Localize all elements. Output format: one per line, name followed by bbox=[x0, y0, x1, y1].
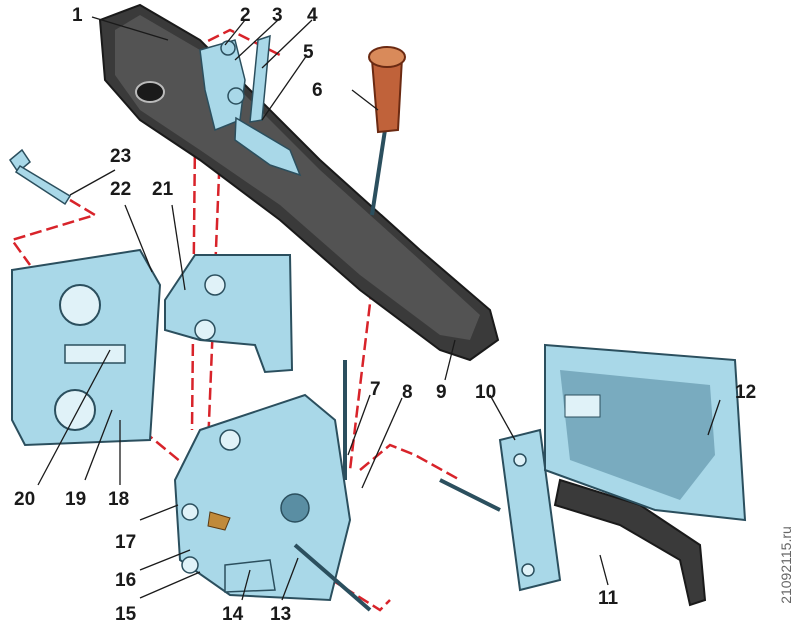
callout-1: 1 bbox=[72, 5, 83, 26]
callout-22: 22 bbox=[110, 179, 131, 200]
callout-20: 20 bbox=[14, 489, 35, 510]
callout-14: 14 bbox=[222, 604, 244, 625]
lock-mechanism bbox=[173, 360, 372, 612]
callout-23: 23 bbox=[110, 146, 131, 167]
callout-6: 6 bbox=[312, 80, 323, 101]
lock-button-knob bbox=[368, 46, 406, 216]
leader-lines bbox=[37, 16, 721, 601]
callout-11: 11 bbox=[598, 588, 619, 609]
callout-3: 3 bbox=[272, 5, 283, 26]
assembly-line-lock-to-handle bbox=[359, 443, 461, 482]
inner-trim-escutcheon bbox=[544, 343, 747, 522]
watermark: 21092115.ru bbox=[776, 505, 796, 625]
striker-plate bbox=[11, 248, 162, 447]
callout-17: 17 bbox=[115, 532, 136, 553]
callout-18: 18 bbox=[108, 489, 129, 510]
bracket bbox=[164, 254, 294, 374]
callout-7: 7 bbox=[370, 379, 381, 400]
inner-handle-lever bbox=[553, 478, 707, 607]
watermark-text: 21092115.ru bbox=[778, 526, 794, 604]
callout-2: 2 bbox=[240, 5, 251, 26]
callout-5: 5 bbox=[303, 42, 314, 63]
callout-19: 19 bbox=[65, 489, 86, 510]
inner-handle-bracket bbox=[439, 428, 562, 592]
callout-8: 8 bbox=[402, 382, 413, 403]
callout-12: 12 bbox=[735, 382, 756, 403]
callout-9: 9 bbox=[436, 382, 447, 403]
callout-16: 16 bbox=[115, 570, 136, 591]
screw bbox=[9, 148, 72, 206]
callout-10: 10 bbox=[475, 382, 496, 403]
callout-21: 21 bbox=[152, 179, 174, 200]
callout-4: 4 bbox=[307, 5, 318, 26]
assembly-line-screw bbox=[9, 198, 99, 266]
callout-labels: 1 2 3 4 5 6 7 8 9 10 11 12 13 14 15 16 1… bbox=[14, 5, 756, 625]
callout-13: 13 bbox=[270, 604, 291, 625]
handle-lock-cylinder bbox=[135, 81, 165, 103]
handle-mechanism bbox=[199, 34, 302, 177]
callout-15: 15 bbox=[115, 604, 137, 625]
